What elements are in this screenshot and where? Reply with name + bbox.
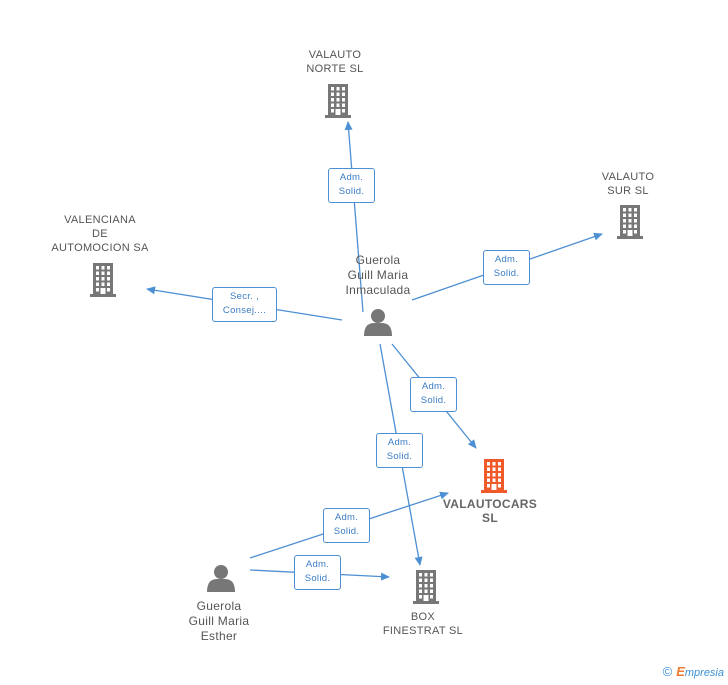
- person-icon-guerola-esther[interactable]: [207, 565, 235, 592]
- edge-e1: [344, 121, 364, 313]
- node-label-guerola-inmaculada[interactable]: Guerola Guill Maria Inmaculada: [345, 253, 411, 297]
- brand-logo-text: mpresia: [684, 667, 724, 679]
- copyright-icon: ©: [662, 664, 673, 679]
- edge-label-e2[interactable]: Adm. Solid.: [483, 250, 530, 285]
- node-label-valauto-norte[interactable]: VALAUTO NORTE SL: [306, 49, 364, 75]
- footer-brand: ©Empresia: [663, 664, 724, 679]
- edge-label-e4[interactable]: Adm. Solid.: [410, 377, 457, 412]
- node-label-box-finestrat[interactable]: BOX FINESTRAT SL: [382, 611, 464, 637]
- edge-label-e5[interactable]: Adm. Solid.: [376, 433, 423, 468]
- building-icon-valauto-sur[interactable]: [617, 205, 643, 239]
- brand-logo-initial: E: [676, 664, 685, 679]
- edge-label-e1[interactable]: Adm. Solid.: [328, 168, 375, 203]
- person-icon-guerola-inmaculada[interactable]: [364, 309, 392, 336]
- node-label-valenciana[interactable]: VALENCIANA DE AUTOMOCION SA: [51, 214, 149, 254]
- node-label-guerola-esther[interactable]: Guerola Guill Maria Esther: [188, 599, 250, 643]
- node-label-valautocars[interactable]: VALAUTOCARS SL: [442, 497, 538, 525]
- edge-label-e6[interactable]: Adm. Solid.: [323, 508, 370, 543]
- building-icon-box-finestrat[interactable]: [413, 570, 439, 604]
- building-icon-valenciana[interactable]: [90, 263, 116, 297]
- edge-label-e7[interactable]: Adm. Solid.: [294, 555, 341, 590]
- building-icon-valautocars[interactable]: [481, 459, 507, 493]
- edge-label-e3[interactable]: Secr. , Consej....: [212, 287, 277, 322]
- building-icon-valauto-norte[interactable]: [325, 84, 351, 118]
- node-label-valauto-sur[interactable]: VALAUTO SUR SL: [601, 171, 655, 197]
